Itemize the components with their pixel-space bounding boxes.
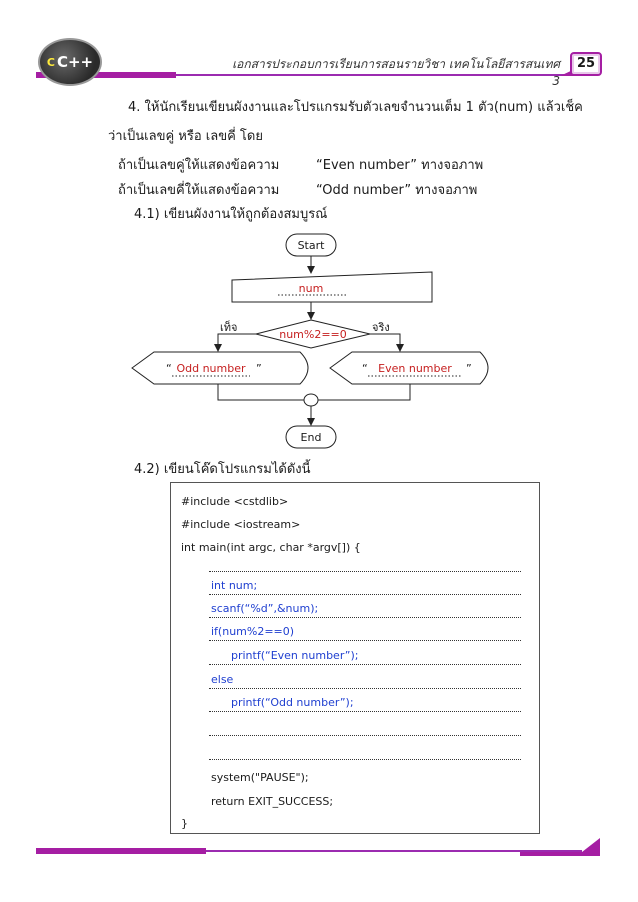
answer-line-2: [209, 617, 521, 618]
code-answer-declare: int num;: [211, 579, 258, 592]
subquestion-flowchart: 4.1) เขียนผังงานให้ถูกต้องสมบูรณ์: [134, 207, 328, 222]
answer-line-1: [209, 594, 521, 595]
question-line-2: ว่าเป็นเลขคู่ หรือ เลขคี่ โดย: [108, 129, 263, 144]
line-even-to-merge: [316, 384, 411, 401]
logo-text: C++: [56, 53, 94, 71]
answer-line-4: [209, 664, 521, 665]
input-answer: num: [299, 282, 324, 295]
even-output-answer: Even number: [378, 362, 452, 375]
decision-answer: num%2==0: [279, 328, 347, 341]
code-system-pause: system("PAUSE");: [211, 771, 309, 784]
answer-line-blank-1: [209, 571, 521, 572]
connector-circle: [303, 393, 319, 407]
header-bar-left: [36, 72, 176, 78]
arrow-true-branch: [370, 333, 404, 352]
answer-line-5: [209, 688, 521, 689]
odd-output-answer: Odd number: [176, 362, 246, 375]
true-label: จริง: [372, 321, 390, 334]
answer-line-blank-2: [209, 735, 521, 736]
code-answer-printf-odd: printf(“Odd number”);: [231, 696, 354, 709]
logo-small-text: C: [46, 55, 55, 69]
footer-rule: [206, 850, 582, 852]
decision-diamond: [255, 319, 371, 349]
answer-line-3: [209, 640, 521, 641]
flowchart: Start End เท็จ จริง “ ” “ ” num num%2==0…: [131, 233, 489, 449]
question-line-1: 4. ให้นักเรียนเขียนผังงานและโปรแกรมรับตั…: [128, 100, 583, 115]
footer-triangle-decoration: [582, 838, 600, 852]
code-box: #include <cstdlib> #include <iostream> i…: [170, 482, 540, 834]
code-answer-else: else: [211, 673, 234, 686]
code-include-iostream: #include <iostream>: [181, 518, 301, 531]
code-return: return EXIT_SUCCESS;: [211, 795, 334, 808]
page-number: 25: [570, 52, 602, 76]
header-title: เอกสารประกอบการเรียนการสอนรายวิชา เทคโนโ…: [232, 57, 560, 88]
condition-even-value: “Even number” ทางจอภาพ: [316, 158, 484, 173]
code-include-cstdlib: #include <cstdlib>: [181, 495, 289, 508]
cpp-logo: C C++: [38, 38, 102, 86]
footer-bar-right: [520, 852, 600, 856]
input-box: [231, 271, 433, 303]
false-label: เท็จ: [220, 320, 237, 334]
odd-quote-close: ”: [256, 362, 262, 375]
end-label: End: [301, 431, 322, 444]
even-quote-open: “: [362, 362, 368, 375]
code-answer-printf-even: printf(“Even number”);: [231, 649, 359, 662]
condition-even-label: ถ้าเป็นเลขคู่ให้แสดงข้อความ: [118, 158, 280, 173]
code-answer-if: if(num%2==0): [211, 625, 295, 638]
condition-odd-label: ถ้าเป็นเลขคี่ให้แสดงข้อความ: [118, 183, 280, 198]
code-main-signature: int main(int argc, char *argv[]) {: [181, 541, 361, 554]
condition-odd-value: “Odd number” ทางจอภาพ: [316, 183, 478, 198]
footer-bar-left: [36, 848, 206, 854]
start-label: Start: [298, 239, 326, 252]
answer-line-blank-3: [209, 759, 521, 760]
code-answer-scanf: scanf(“%d”,&num);: [211, 602, 319, 615]
end-terminator: [285, 425, 337, 449]
subquestion-code: 4.2) เขียนโค๊ดโปรแกรมได้ดังนี้: [134, 462, 311, 477]
code-closing-brace: }: [181, 817, 188, 830]
header-rule: [176, 74, 588, 76]
arrow-false-branch: [214, 333, 256, 352]
even-quote-close: ”: [466, 362, 472, 375]
line-odd-to-merge: [217, 384, 306, 401]
answer-line-6: [209, 711, 521, 712]
odd-quote-open: “: [166, 362, 172, 375]
